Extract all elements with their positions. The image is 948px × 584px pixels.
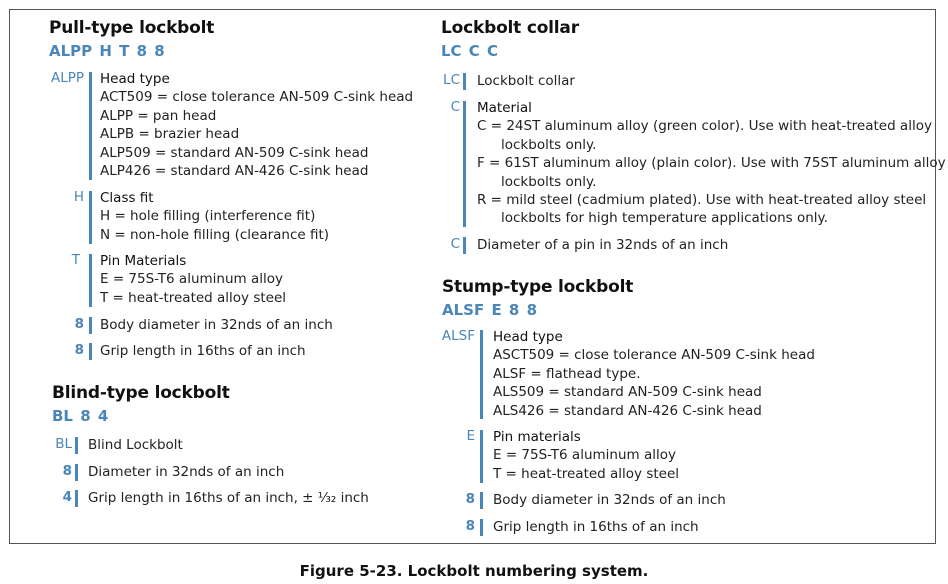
pull-class-label: H <box>73 189 84 205</box>
stump-head-bar <box>480 330 483 419</box>
collar-mat-c-line1: C = 24ST aluminum alloy (green color). U… <box>477 118 932 135</box>
collar-mat-f-line2: lockbolts only. <box>501 173 597 190</box>
pull-head-item: ALP426 = standard AN-426 C-sink head <box>100 163 369 180</box>
pull-type-title: Pull-type lockbolt <box>49 18 215 38</box>
stump-pin-label: E <box>466 428 475 444</box>
blind-grip-bar <box>75 490 78 507</box>
stump-grip-text: Grip length in 16ths of an inch <box>493 519 699 535</box>
pull-head-item: ALPP = pan head <box>100 107 217 124</box>
blind-type-title: Blind-type lockbolt <box>52 383 230 403</box>
pull-dia-bar <box>89 317 92 334</box>
pull-pin-bar <box>89 254 92 307</box>
blind-bl-label: BL <box>55 436 72 452</box>
blind-type-code: BL 8 4 <box>52 407 109 425</box>
pull-type-section: Pull-type lockbolt ALPP H T 8 8 <box>49 18 214 60</box>
stump-head-item: ALSF = flathead type. <box>493 365 641 382</box>
pull-head-item: ACT509 = close tolerance AN-509 C-sink h… <box>100 89 414 106</box>
stump-head-item: ALS426 = standard AN-426 C-sink head <box>493 402 762 419</box>
stump-head-heading: Head type <box>493 329 563 345</box>
blind-bl-text: Blind Lockbolt <box>88 437 183 453</box>
collar-title: Lockbolt collar <box>441 18 579 38</box>
collar-lc-label: LC <box>443 72 460 88</box>
stump-type-code: ALSF E 8 8 <box>442 301 538 319</box>
stump-pin-block: Pin materials E = 75S-T6 aluminum alloy … <box>493 428 679 483</box>
pull-head-block: Head type ACT509 = close tolerance AN-50… <box>100 70 413 180</box>
pull-head-item: ALPB = brazier head <box>100 126 240 143</box>
pull-class-item: H = hole filling (interference fit) <box>100 208 316 225</box>
collar-code: LC C C <box>441 42 499 60</box>
pull-head-label: ALPP <box>50 70 84 86</box>
collar-dia-label: C <box>450 236 460 252</box>
pull-pin-block: Pin Materials E = 75S-T6 aluminum alloy … <box>100 252 286 307</box>
pull-class-item: N = non-hole filling (clearance fit) <box>100 226 330 243</box>
blind-bl-bar <box>75 437 78 454</box>
blind-dia-label: 8 <box>62 463 72 479</box>
pull-pin-item: E = 75S-T6 aluminum alloy <box>100 271 283 288</box>
stump-head-item: ASCT509 = close tolerance AN-509 C-sink … <box>493 347 815 364</box>
stump-grip-bar <box>480 519 483 536</box>
stump-dia-bar <box>480 492 483 509</box>
collar-mat-r-line2: lockbolts for high temperature applicati… <box>501 210 828 227</box>
collar-mat-f-line1: F = 61ST aluminum alloy (plain color). U… <box>477 155 946 172</box>
stump-pin-item: T = heat-treated alloy steel <box>493 465 680 482</box>
stump-head-item: ALS509 = standard AN-509 C-sink head <box>493 384 762 401</box>
pull-grip-bar <box>89 343 92 360</box>
stump-head-block: Head type ASCT509 = close tolerance AN-5… <box>493 328 815 420</box>
figure-caption: Figure 5-23. Lockbolt numbering system. <box>299 562 649 580</box>
stump-grip-label: 8 <box>465 518 475 534</box>
collar-mat-block: Material C = 24ST aluminum alloy (green … <box>477 99 946 228</box>
pull-pin-heading: Pin Materials <box>100 253 187 269</box>
collar-lc-text: Lockbolt collar <box>477 73 575 89</box>
collar-dia-text: Diameter of a pin in 32nds of an inch <box>477 237 729 253</box>
pull-type-code: ALPP H T 8 8 <box>49 42 165 60</box>
stump-dia-text: Body diameter in 32nds of an inch <box>493 492 726 508</box>
pull-pin-label: T <box>71 252 80 268</box>
pull-class-block: Class fit H = hole filling (interference… <box>100 189 329 244</box>
collar-mat-bar <box>463 101 466 227</box>
stump-type-title: Stump-type lockbolt <box>442 277 634 297</box>
pull-grip-label: 8 <box>74 342 84 358</box>
collar-mat-heading: Material <box>477 100 532 116</box>
stump-pin-item: E = 75S-T6 aluminum alloy <box>493 447 676 464</box>
pull-pin-item: T = heat-treated alloy steel <box>100 289 287 306</box>
stump-type-section: Stump-type lockbolt ALSF E 8 8 <box>442 277 633 319</box>
pull-dia-text: Body diameter in 32nds of an inch <box>100 317 333 333</box>
collar-mat-c-line2: lockbolts only. <box>501 136 597 153</box>
pull-grip-text: Grip length in 16ths of an inch <box>100 343 306 359</box>
blind-grip-label: 4 <box>62 489 72 505</box>
stump-dia-label: 8 <box>465 491 475 507</box>
collar-mat-label: C <box>450 99 460 115</box>
blind-dia-bar <box>75 464 78 481</box>
pull-head-bar <box>89 72 92 180</box>
collar-mat-r-line1: R = mild steel (cadmium plated). Use wit… <box>477 192 927 209</box>
figure-frame <box>9 9 936 544</box>
pull-head-item: ALP509 = standard AN-509 C-sink head <box>100 144 369 161</box>
pull-class-bar <box>89 191 92 244</box>
stump-pin-bar <box>480 430 483 483</box>
pull-dia-label: 8 <box>74 316 84 332</box>
blind-type-section: Blind-type lockbolt BL 8 4 <box>52 383 230 425</box>
stump-head-label: ALSF <box>441 328 475 344</box>
blind-grip-text: Grip length in 16ths of an inch, ± ¹⁄₃₂ … <box>88 490 369 506</box>
pull-class-heading: Class fit <box>100 190 154 206</box>
collar-dia-bar <box>463 237 466 254</box>
pull-head-heading: Head type <box>100 71 170 87</box>
collar-section: Lockbolt collar LC C C <box>441 18 579 60</box>
blind-dia-text: Diameter in 32nds of an inch <box>88 464 285 480</box>
collar-lc-bar <box>463 73 466 90</box>
stump-pin-heading: Pin materials <box>493 429 581 445</box>
